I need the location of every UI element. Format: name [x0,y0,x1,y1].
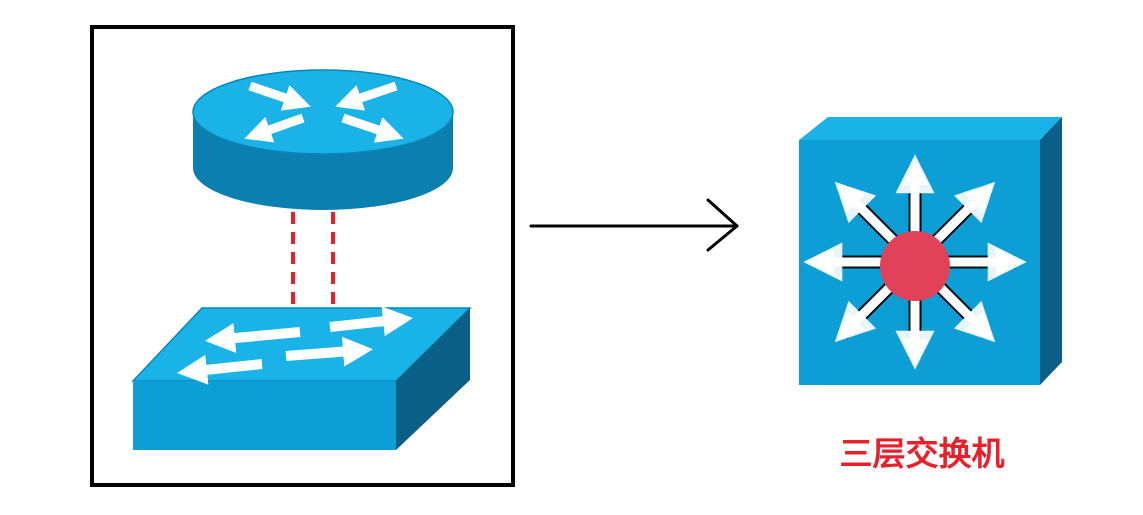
layer2-switch-icon [131,306,472,450]
router-switch-link [291,212,335,308]
right-arrow-icon [529,198,739,252]
layer3-switch-caption: 三层交换机 [840,434,1005,473]
layer3-switch-icon [799,117,1062,385]
composite-frame [90,25,515,487]
router-icon [192,69,454,210]
center-dot [880,231,950,301]
